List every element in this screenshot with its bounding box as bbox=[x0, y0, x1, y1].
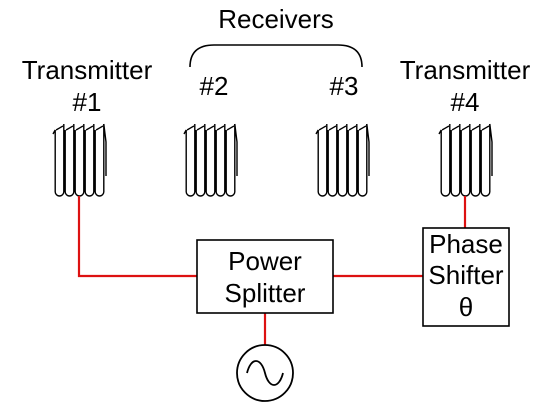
coil-winding bbox=[440, 124, 451, 197]
coil-winding bbox=[337, 124, 348, 197]
coil-lead-left bbox=[183, 129, 187, 135]
transmitter-4-coil-icon bbox=[438, 123, 493, 197]
coil-winding bbox=[225, 124, 236, 197]
coil-winding-back bbox=[85, 125, 94, 131]
coil-winding-back bbox=[55, 125, 64, 131]
receiver-2-number: #2 bbox=[200, 71, 229, 101]
phase-shifter-label-line2: Shifter bbox=[428, 260, 503, 290]
coil-winding-back bbox=[95, 125, 104, 131]
ac-source-icon bbox=[236, 344, 294, 402]
phase-shifter-box bbox=[422, 227, 510, 327]
receivers-label: Receivers bbox=[218, 4, 334, 34]
coil-winding bbox=[357, 124, 368, 197]
coil-winding bbox=[480, 124, 491, 197]
coil-winding-back bbox=[471, 125, 480, 131]
coil-lead-right bbox=[366, 123, 370, 176]
transmitter-4-title: Transmitter bbox=[400, 55, 531, 85]
transmitter-1-number: #1 bbox=[73, 87, 102, 117]
transmitter-1-coil-icon bbox=[52, 123, 107, 197]
coil-winding-back bbox=[318, 125, 327, 131]
coil-winding-back bbox=[461, 125, 470, 131]
receivers-brace bbox=[189, 44, 363, 68]
coil-winding-back bbox=[196, 125, 205, 131]
coil-winding-back bbox=[358, 125, 367, 131]
coil-lead-left bbox=[52, 129, 56, 135]
coil-lead-right bbox=[103, 123, 107, 176]
coil-lead-right bbox=[489, 123, 493, 176]
coil-winding bbox=[94, 124, 105, 197]
coil-winding-back bbox=[481, 125, 490, 131]
coil-winding-back bbox=[441, 125, 450, 131]
receiver-2-coil-icon bbox=[183, 123, 238, 197]
receiver-3-number: #3 bbox=[330, 71, 359, 101]
transmitter-4-number: #4 bbox=[451, 87, 480, 117]
coil-winding bbox=[74, 124, 85, 197]
coil-winding bbox=[195, 124, 206, 197]
power-splitter-label-line2: Splitter bbox=[225, 278, 306, 308]
coil-winding bbox=[327, 124, 338, 197]
coil-winding bbox=[185, 124, 196, 197]
coil-lead-right bbox=[234, 123, 238, 176]
coil-winding-back bbox=[216, 125, 225, 131]
coil-winding bbox=[54, 124, 65, 197]
coil-winding bbox=[205, 124, 216, 197]
coil-winding-back bbox=[328, 125, 337, 131]
coil-winding-back bbox=[338, 125, 347, 131]
coil-winding-back bbox=[206, 125, 215, 131]
coil-winding-back bbox=[65, 125, 74, 131]
coil-winding-back bbox=[451, 125, 460, 131]
coil-winding-back bbox=[186, 125, 195, 131]
coil-winding bbox=[64, 124, 75, 197]
coil-winding bbox=[215, 124, 226, 197]
coil-winding-back bbox=[75, 125, 84, 131]
coil-lead-left bbox=[315, 129, 319, 135]
coil-winding bbox=[450, 124, 461, 197]
coil-winding bbox=[470, 124, 481, 197]
wire-tx1-to-splitter bbox=[77, 196, 197, 278]
power-splitter-box bbox=[196, 239, 334, 314]
receiver-3-coil-icon bbox=[315, 123, 370, 197]
coil-winding-back bbox=[348, 125, 357, 131]
coil-winding bbox=[460, 124, 471, 197]
phase-shifter-label-line1: Phase bbox=[429, 229, 503, 259]
transmitter-1-title: Transmitter bbox=[22, 55, 153, 85]
coil-lead-left bbox=[438, 129, 442, 135]
phase-shifter-label-theta: θ bbox=[459, 292, 473, 322]
coil-winding-back bbox=[226, 125, 235, 131]
coil-winding bbox=[347, 124, 358, 197]
coil-winding bbox=[84, 124, 95, 197]
coil-winding bbox=[317, 124, 328, 197]
power-splitter-label-line1: Power bbox=[228, 246, 302, 276]
